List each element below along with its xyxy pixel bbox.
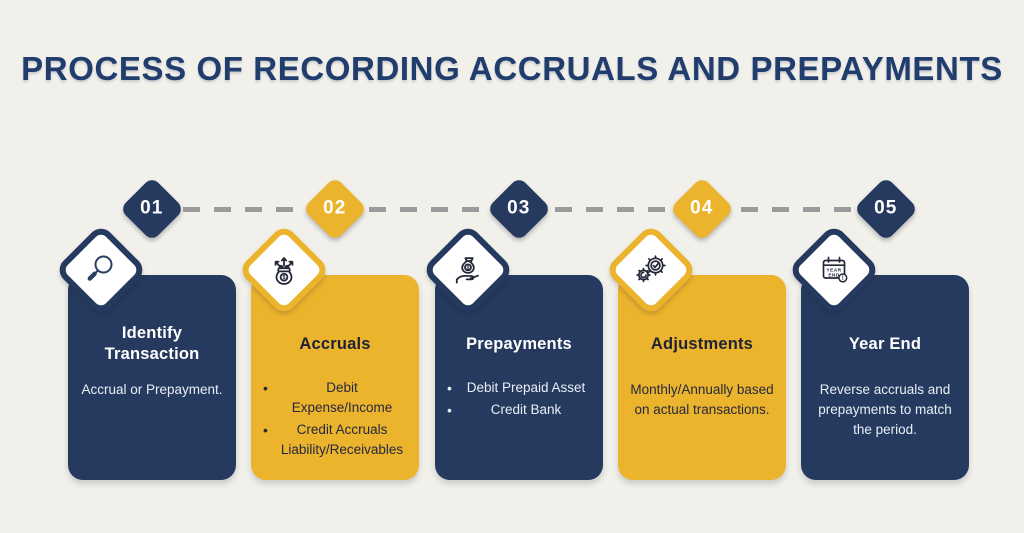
- card-body: Accrual or Prepayment.: [81, 382, 223, 397]
- step-card-accruals: $ Accruals • Debit Expense/Income • Cred…: [237, 223, 419, 480]
- bullet-item: • Debit Expense/Income: [263, 378, 411, 418]
- card-bullet-list: • Debit Prepaid Asset • Credit Bank: [435, 378, 603, 420]
- svg-text:END: END: [828, 273, 839, 279]
- icon-diamond: [54, 223, 148, 317]
- bullet-item: • Credit Accruals Liability/Receivables: [263, 420, 411, 460]
- step-number: 02: [323, 197, 347, 219]
- bullet-dot: •: [447, 402, 452, 418]
- card-title: Adjustments: [650, 334, 754, 353]
- icon-diamond: $: [421, 223, 515, 317]
- card-title: Identify Transaction: [104, 324, 200, 363]
- bullet-text: Credit Bank: [490, 402, 562, 417]
- bullet-dot: •: [263, 422, 268, 438]
- year-end-calendar-icon: YEAR END !: [807, 243, 861, 297]
- step-number: 05: [874, 197, 898, 219]
- step-card-prepayments: $ Prepayments • Debit Prepaid Asset • Cr…: [421, 223, 603, 480]
- svg-text:!: !: [842, 276, 844, 282]
- step-card-identify-transaction: Identify Transaction Accrual or Prepayme…: [54, 223, 236, 480]
- step-badge-01: 01: [119, 176, 185, 242]
- svg-text:YEAR: YEAR: [827, 267, 842, 273]
- step-card-adjustments: Adjustments Monthly/Annually based on ac…: [604, 223, 786, 480]
- step-badge-05: 05: [853, 176, 919, 242]
- bullet-text: Credit Accruals Liability/Receivables: [280, 422, 404, 457]
- svg-text:$: $: [283, 275, 286, 281]
- step-card-year-end: YEAR END ! Year End Reverse accruals and…: [787, 223, 969, 480]
- card-title: Year End: [848, 334, 922, 353]
- bullet-text: Debit Expense/Income: [291, 380, 393, 415]
- money-growth-icon: $: [257, 243, 311, 297]
- card-title: Prepayments: [466, 334, 572, 353]
- step-number: 03: [507, 197, 531, 219]
- step-number: 04: [690, 197, 714, 219]
- svg-text:$: $: [467, 265, 470, 271]
- step-number: 01: [140, 197, 164, 219]
- bullet-item: • Credit Bank: [447, 400, 595, 420]
- step-badge-02: 02: [302, 176, 368, 242]
- icon-diamond: $: [237, 223, 331, 317]
- step-badge-04: 04: [669, 176, 735, 242]
- bullet-dot: •: [447, 380, 452, 396]
- gears-check-icon: [624, 243, 678, 297]
- icon-diamond: [604, 223, 698, 317]
- bullet-dot: •: [263, 380, 268, 396]
- bullet-item: • Debit Prepaid Asset: [447, 378, 595, 398]
- page-title: PROCESS OF RECORDING ACCRUALS AND PREPAY…: [21, 50, 1003, 87]
- icon-diamond: YEAR END !: [787, 223, 881, 317]
- step-badge-03: 03: [486, 176, 552, 242]
- card-title: Accruals: [299, 334, 371, 353]
- card-bullet-list: • Debit Expense/Income • Credit Accruals…: [251, 378, 419, 460]
- hand-money-icon: $: [441, 243, 495, 297]
- card-body: Monthly/Annually based on actual transac…: [630, 382, 774, 417]
- search-icon: [74, 243, 128, 297]
- card-body: Reverse accruals and prepayments to matc…: [818, 382, 952, 437]
- bullet-text: Debit Prepaid Asset: [466, 380, 586, 395]
